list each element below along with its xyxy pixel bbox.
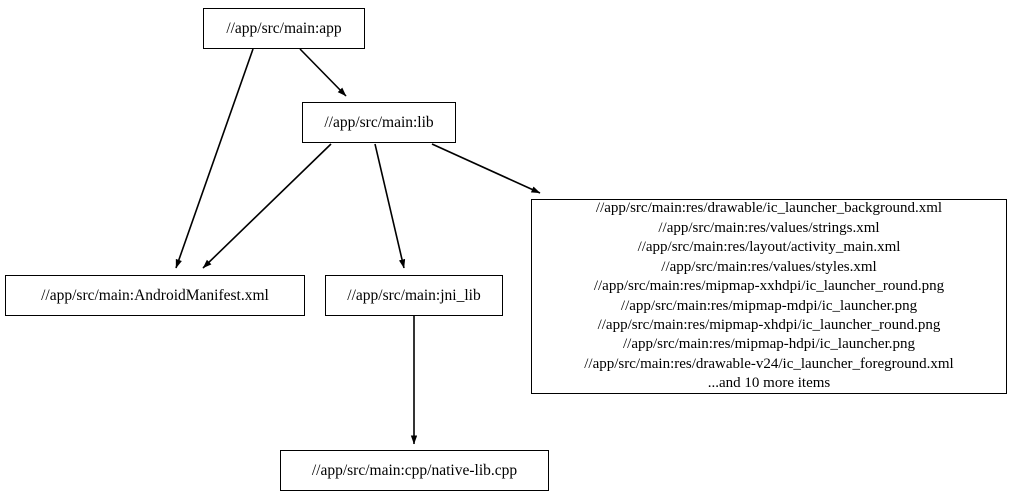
graph-node-native-lib-cpp-label: //app/src/main:cpp/native-lib.cpp xyxy=(311,461,518,479)
graph-node-androidmanifest-label: //app/src/main:AndroidManifest.xml xyxy=(41,286,269,304)
graph-node-androidmanifest[interactable]: //app/src/main:AndroidManifest.xml xyxy=(5,275,305,316)
graph-node-res-bundle[interactable]: //app/src/main:res/drawable/ic_launcher_… xyxy=(531,199,1007,394)
edge-app-to-androidmanifest xyxy=(175,48,254,269)
graph-node-lib[interactable]: //app/src/main:lib xyxy=(302,102,456,143)
graph-node-native-lib-cpp[interactable]: //app/src/main:cpp/native-lib.cpp xyxy=(280,450,549,491)
edge-lib-to-res-bundle xyxy=(431,143,541,194)
graph-node-jni-lib-label: //app/src/main:jni_lib xyxy=(347,286,481,304)
edge-app-to-lib xyxy=(299,48,347,97)
edge-lib-to-androidmanifest xyxy=(202,143,332,269)
graph-node-app[interactable]: //app/src/main:app xyxy=(203,8,365,49)
graph-node-app-label: //app/src/main:app xyxy=(226,19,342,37)
graph-node-res-bundle-label: //app/src/main:res/drawable/ic_launcher_… xyxy=(584,200,954,392)
edge-lib-to-jni-lib xyxy=(374,143,406,269)
graph-node-lib-label: //app/src/main:lib xyxy=(324,113,434,131)
graph-node-jni-lib[interactable]: //app/src/main:jni_lib xyxy=(325,275,503,316)
